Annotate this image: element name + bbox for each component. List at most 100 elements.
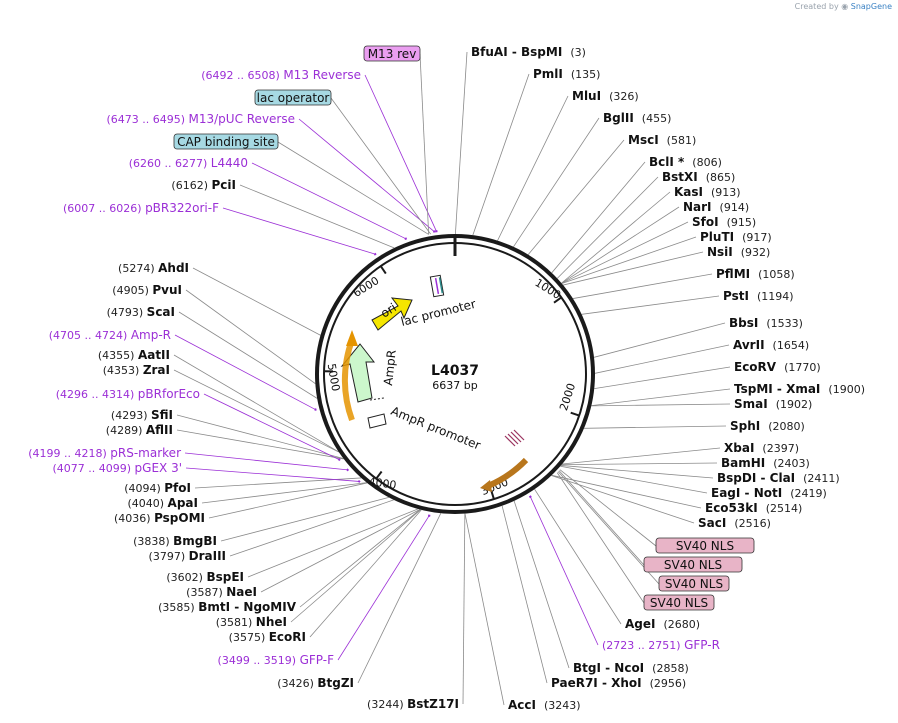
enzyme-name: PspOMI xyxy=(154,511,205,525)
ruler-label: 2000 xyxy=(557,382,578,413)
enzyme-name: EcoRI xyxy=(269,630,306,644)
ruler-tick xyxy=(553,296,562,304)
primer-mark xyxy=(357,479,361,483)
primer-leader xyxy=(529,496,599,646)
left-site-label: (3244) BstZ17I xyxy=(367,697,459,711)
enzyme-position: (865) xyxy=(706,171,736,184)
site-leader xyxy=(561,206,680,284)
ruler-tick xyxy=(570,411,580,417)
right-site-label: SfoI(915) xyxy=(692,215,756,229)
left-site-label: (4040) ApaI xyxy=(127,496,198,510)
left-site-label: (4036) PspOMI xyxy=(114,511,205,525)
enzyme-position: (4905) xyxy=(112,284,152,297)
enzyme-name: PfoI xyxy=(164,481,191,495)
primer-range: (6473 .. 6495) xyxy=(106,113,188,126)
right-site-label: PaeR7I - XhoI(2956) xyxy=(551,676,686,690)
left-site-label: (4293) SfiI xyxy=(111,408,173,422)
left-site-label: (3797) DraIII xyxy=(149,549,226,563)
enzyme-name: BamHI xyxy=(721,456,765,470)
primer-leader xyxy=(222,207,376,255)
ori-arrow xyxy=(371,297,413,331)
feature-box-label: lac operator xyxy=(257,91,330,105)
enzyme-position: (1533) xyxy=(766,317,803,330)
left-site-label: (6162) PciI xyxy=(171,178,236,192)
right-site-label: BamHI(2403) xyxy=(721,456,810,470)
site-leader xyxy=(551,475,695,524)
enzyme-position: (2419) xyxy=(790,487,827,500)
primer-name: L4440 xyxy=(211,156,248,170)
site-leader xyxy=(593,322,726,358)
enzyme-position: (4353) xyxy=(103,364,143,377)
enzyme-separator: - xyxy=(601,661,614,675)
site-leader xyxy=(497,95,569,241)
enzyme-name: TspMI xyxy=(734,382,773,396)
right-site-label: BbsI(1533) xyxy=(729,316,803,330)
enzyme-name: BstXI xyxy=(662,170,698,184)
site-leader xyxy=(591,403,731,407)
amp-orange-arrowhead xyxy=(346,330,358,346)
feature-box-label: SV40 NLS xyxy=(664,558,722,572)
enzyme-name: AhdI xyxy=(158,261,189,275)
right-site-label: Eco53kI(2514) xyxy=(705,501,802,515)
primer-name: M13/pUC Reverse xyxy=(189,112,296,126)
site-leader xyxy=(561,462,718,466)
primer-range: (2723 .. 2751) xyxy=(602,639,684,652)
site-leader xyxy=(290,509,421,623)
site-leader xyxy=(551,474,702,509)
site-leader xyxy=(501,505,548,684)
primer-mark xyxy=(346,468,350,472)
enzyme-name: AvrII xyxy=(733,338,765,352)
enzyme-position: (913) xyxy=(711,186,741,199)
site-leader xyxy=(299,509,421,608)
left-site-label: (4793) ScaI xyxy=(107,305,175,319)
enzyme-position: (1058) xyxy=(758,268,795,281)
site-leader xyxy=(561,191,671,284)
primer-leader xyxy=(298,118,435,232)
primer-leader xyxy=(364,74,437,232)
lac-operator-marker xyxy=(434,277,440,295)
site-leader xyxy=(229,499,394,557)
enzyme-position: (917) xyxy=(742,231,772,244)
gfp-arrowhead xyxy=(480,480,492,492)
right-site-label: BglII(455) xyxy=(603,111,671,125)
left-site-label: (3602) BspEI xyxy=(166,570,244,584)
left-site-label: (3581) NheI xyxy=(216,615,287,629)
primer-name: M13 Reverse xyxy=(283,68,361,82)
enzyme-position: (2956) xyxy=(650,677,687,690)
primer-name: pBR322ori-F xyxy=(145,201,219,215)
feature-leader xyxy=(277,141,429,235)
right-site-label: EcoRV(1770) xyxy=(734,360,821,374)
enzyme-name: ScaI xyxy=(147,305,175,319)
enzyme-position: (3) xyxy=(570,46,586,59)
enzyme-name: NarI xyxy=(683,200,712,214)
enzyme-name: PstI xyxy=(723,289,749,303)
primer-name: GFP-F xyxy=(300,653,335,667)
primer-name: pBRforEco xyxy=(138,387,200,401)
site-leader xyxy=(561,236,697,284)
site-leader xyxy=(208,482,368,519)
enzyme-position: (1900) xyxy=(828,383,865,396)
right-site-label: PluTI (917) xyxy=(700,230,772,244)
enzyme-name: SfiI xyxy=(151,408,173,422)
enzyme-name: BspDI xyxy=(717,471,756,485)
enzyme-name-2: ClaI xyxy=(770,471,795,485)
enzyme-position: (2680) xyxy=(663,618,700,631)
brand-name: SnapGene xyxy=(850,2,892,11)
left-site-label: (3575) EcoRI xyxy=(229,630,306,644)
enzyme-position: (2516) xyxy=(734,517,771,530)
enzyme-name: AccI xyxy=(508,698,536,712)
right-site-label: AccI(3243) xyxy=(508,698,581,712)
right-site-label: BfuAI - BspMI(3) xyxy=(471,45,586,59)
enzyme-position: (2514) xyxy=(766,502,803,515)
right-site-label: PstI (1194) xyxy=(723,289,794,303)
feature-box-label: CAP binding site xyxy=(177,135,275,149)
primer-name: pRS-marker xyxy=(110,446,181,460)
site-leader xyxy=(581,295,720,315)
enzyme-name: SfoI xyxy=(692,215,719,229)
primer-name: pGEX 3' xyxy=(135,461,182,475)
enzyme-position: (1194) xyxy=(757,290,794,303)
enzyme-position: (4355) xyxy=(98,349,138,362)
primer-mark xyxy=(314,408,317,411)
enzyme-name: PluTI xyxy=(700,230,734,244)
enzyme-name: PvuI xyxy=(152,283,182,297)
